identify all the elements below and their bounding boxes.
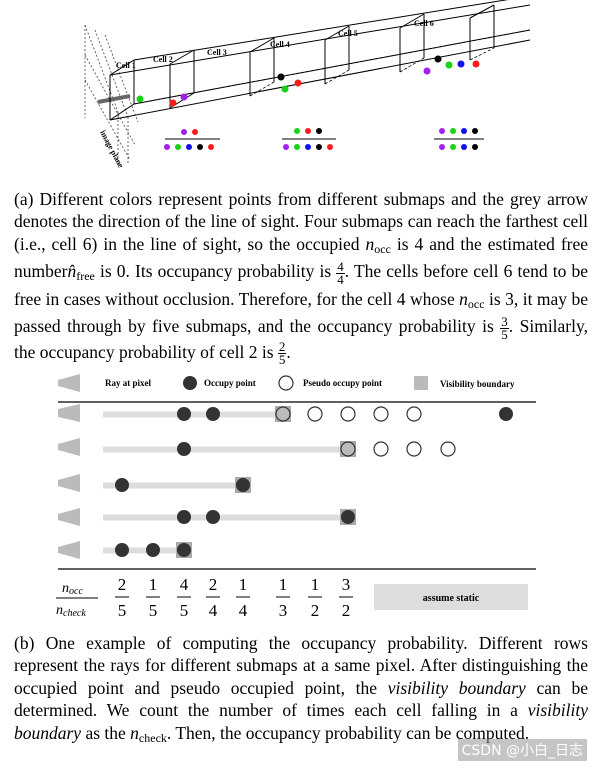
fraction-denominator: 2 <box>311 601 320 620</box>
legend-pseudo: Pseudo occupy point <box>303 378 382 388</box>
fraction-numerator: 1 <box>149 575 158 594</box>
ray-rows <box>58 404 513 559</box>
legend: Ray at pixel Occupy point Pseudo occupy … <box>58 374 515 392</box>
fraction-denominator: 5 <box>180 601 189 620</box>
fraction-denominator: 3 <box>279 601 288 620</box>
cell-label-5: Cell 5 <box>338 29 358 38</box>
visibility-boundary-icon <box>414 376 428 390</box>
fraction-denominator: 5 <box>118 601 127 620</box>
fraction-numerator: 4 <box>180 575 189 594</box>
visibility-boundary-term-1: visibility boundary <box>387 677 526 698</box>
cell-4-summary <box>282 128 336 150</box>
svg-text:nocc: nocc <box>62 581 83 597</box>
fraction-numerator: 1 <box>311 575 320 594</box>
cell-label-6: Cell 6 <box>414 19 434 28</box>
occupy-point-icon <box>183 376 197 390</box>
ray-row-2 <box>58 438 456 457</box>
cell-label-1: Cell 1 <box>116 61 136 70</box>
fractions-row: 2 5 1 5 4 5 2 4 1 4 1 3 1 2 3 2 <box>115 575 353 620</box>
ray-row-5 <box>58 541 192 559</box>
line-of-sight-arrow <box>97 94 131 104</box>
pseudo-point-icon <box>278 375 294 391</box>
watermark: CSDN @小白_日志 <box>457 739 587 761</box>
ray-row-4 <box>58 508 356 526</box>
fraction-denominator: 4 <box>209 601 218 620</box>
fraction-numerator: 3 <box>342 575 351 594</box>
n-free-symbol: n̂ <box>67 261 77 282</box>
cell-label-3: Cell 3 <box>207 48 227 57</box>
cell-points <box>136 55 480 107</box>
legend-occupy: Occupy point <box>204 378 256 388</box>
fraction-denominator: 2 <box>342 601 351 620</box>
svg-text:ncheck: ncheck <box>56 603 86 619</box>
caption-a: (a) Different colors represent points fr… <box>14 189 589 367</box>
figure-b-diagram: Ray at pixel Occupy point Pseudo occupy … <box>56 374 536 620</box>
cell-6-summary <box>434 128 484 150</box>
caption-a-part1: (a) Different colors represent points fr… <box>14 189 588 254</box>
cell-label-4: Cell 4 <box>270 40 290 49</box>
assume-static-label: assume static <box>423 593 480 604</box>
figure-a-diagram: image plane <box>84 0 531 170</box>
fraction-numerator: 1 <box>239 575 248 594</box>
fraction-numerator: 1 <box>279 575 288 594</box>
image-plane-label: image plane <box>98 129 125 170</box>
legend-ray: Ray at pixel <box>105 378 151 388</box>
ray-row-1 <box>58 404 513 422</box>
n-check-symbol: n <box>130 722 139 743</box>
assume-static-box <box>374 584 528 610</box>
ratio-label: nocc ncheck <box>56 581 98 619</box>
ray-row-3 <box>58 474 251 493</box>
cell-label-2: Cell 2 <box>153 55 173 64</box>
caption-b: (b) One example of computing the occupan… <box>14 633 588 745</box>
fraction-numerator: 2 <box>118 575 127 594</box>
n-occ-symbol: n <box>365 233 375 254</box>
fraction-denominator: 5 <box>149 601 158 620</box>
legend-visibility: Visibility boundary <box>440 379 515 389</box>
visibility-boundary-term-2: visibility boundary <box>14 700 588 743</box>
fraction-numerator: 2 <box>209 575 218 594</box>
fraction-denominator: 4 <box>239 601 248 620</box>
ray-icon <box>58 374 80 392</box>
cell-2-summary <box>164 129 220 150</box>
